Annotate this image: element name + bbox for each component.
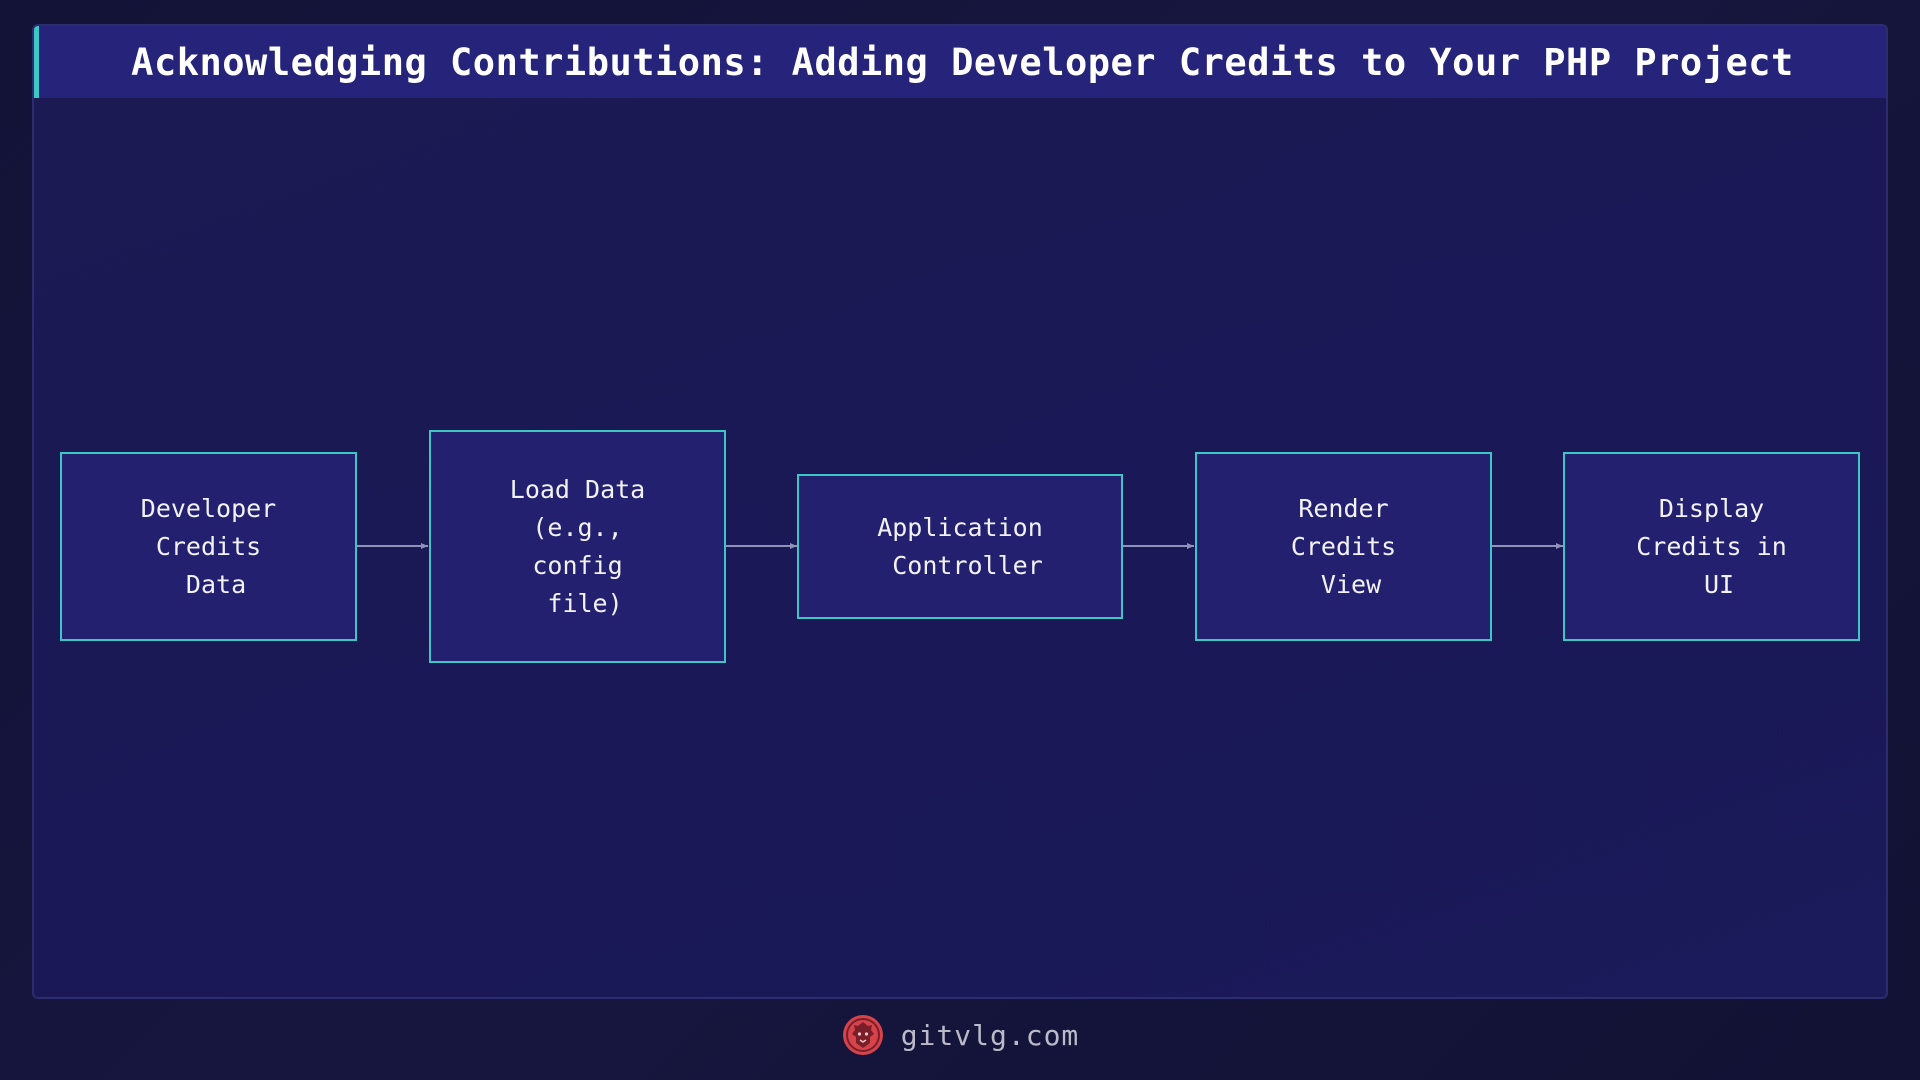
footer: gitvlg.com xyxy=(0,1010,1920,1060)
node-label: Load Data (e.g., config file) xyxy=(509,474,646,618)
node-label: Render Credits View xyxy=(1290,493,1397,599)
node-application-controller: Application Controller xyxy=(797,474,1123,619)
node-label: Display Credits in UI xyxy=(1636,493,1787,599)
title-bar: Acknowledging Contributions: Adding Deve… xyxy=(34,26,1886,98)
node-display-credits-ui: Display Credits in UI xyxy=(1563,452,1860,641)
lion-logo-icon xyxy=(842,1015,883,1055)
footer-site-link[interactable]: gitvlg.com xyxy=(900,1018,1080,1052)
node-label: Application Controller xyxy=(877,512,1043,580)
node-load-data: Load Data (e.g., config file) xyxy=(429,430,726,663)
node-developer-credits-data: Developer Credits Data xyxy=(60,452,357,641)
node-render-credits-view: Render Credits View xyxy=(1195,452,1492,641)
node-label: Developer Credits Data xyxy=(140,493,277,599)
page-title: Acknowledging Contributions: Adding Deve… xyxy=(131,40,1794,84)
